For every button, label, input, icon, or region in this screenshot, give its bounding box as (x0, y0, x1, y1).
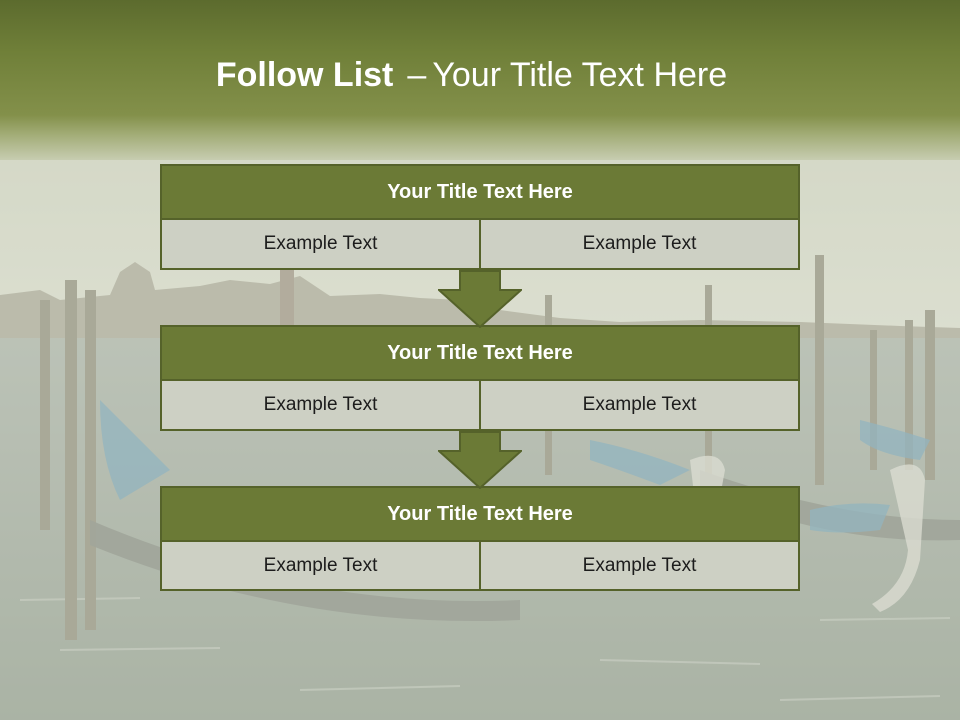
block-cell-left: Example Text (160, 220, 481, 270)
slide-title: Follow List–Your Title Text Here (0, 52, 943, 98)
follow-block-3: Your Title Text Here Example Text Exampl… (160, 486, 800, 591)
slide-title-bold: Follow List (215, 56, 394, 94)
block-cell-right: Example Text (481, 381, 800, 431)
block-row: Example Text Example Text (160, 381, 800, 431)
block-row: Example Text Example Text (160, 542, 800, 591)
block-cell-right: Example Text (481, 542, 800, 591)
block-title: Your Title Text Here (160, 164, 800, 220)
block-title: Your Title Text Here (160, 486, 800, 542)
slide-title-rest: Your Title Text Here (432, 56, 728, 94)
follow-block-1: Your Title Text Here Example Text Exampl… (160, 164, 800, 270)
follow-block-2: Your Title Text Here Example Text Exampl… (160, 325, 800, 431)
header-band: Follow List–Your Title Text Here (0, 0, 960, 160)
down-arrow-icon (438, 431, 522, 489)
block-title: Your Title Text Here (160, 325, 800, 381)
down-arrow-icon (438, 270, 522, 328)
block-row: Example Text Example Text (160, 220, 800, 270)
block-cell-left: Example Text (160, 542, 481, 591)
block-cell-right: Example Text (481, 220, 800, 270)
slide-title-dash: – (407, 56, 427, 94)
block-cell-left: Example Text (160, 381, 481, 431)
